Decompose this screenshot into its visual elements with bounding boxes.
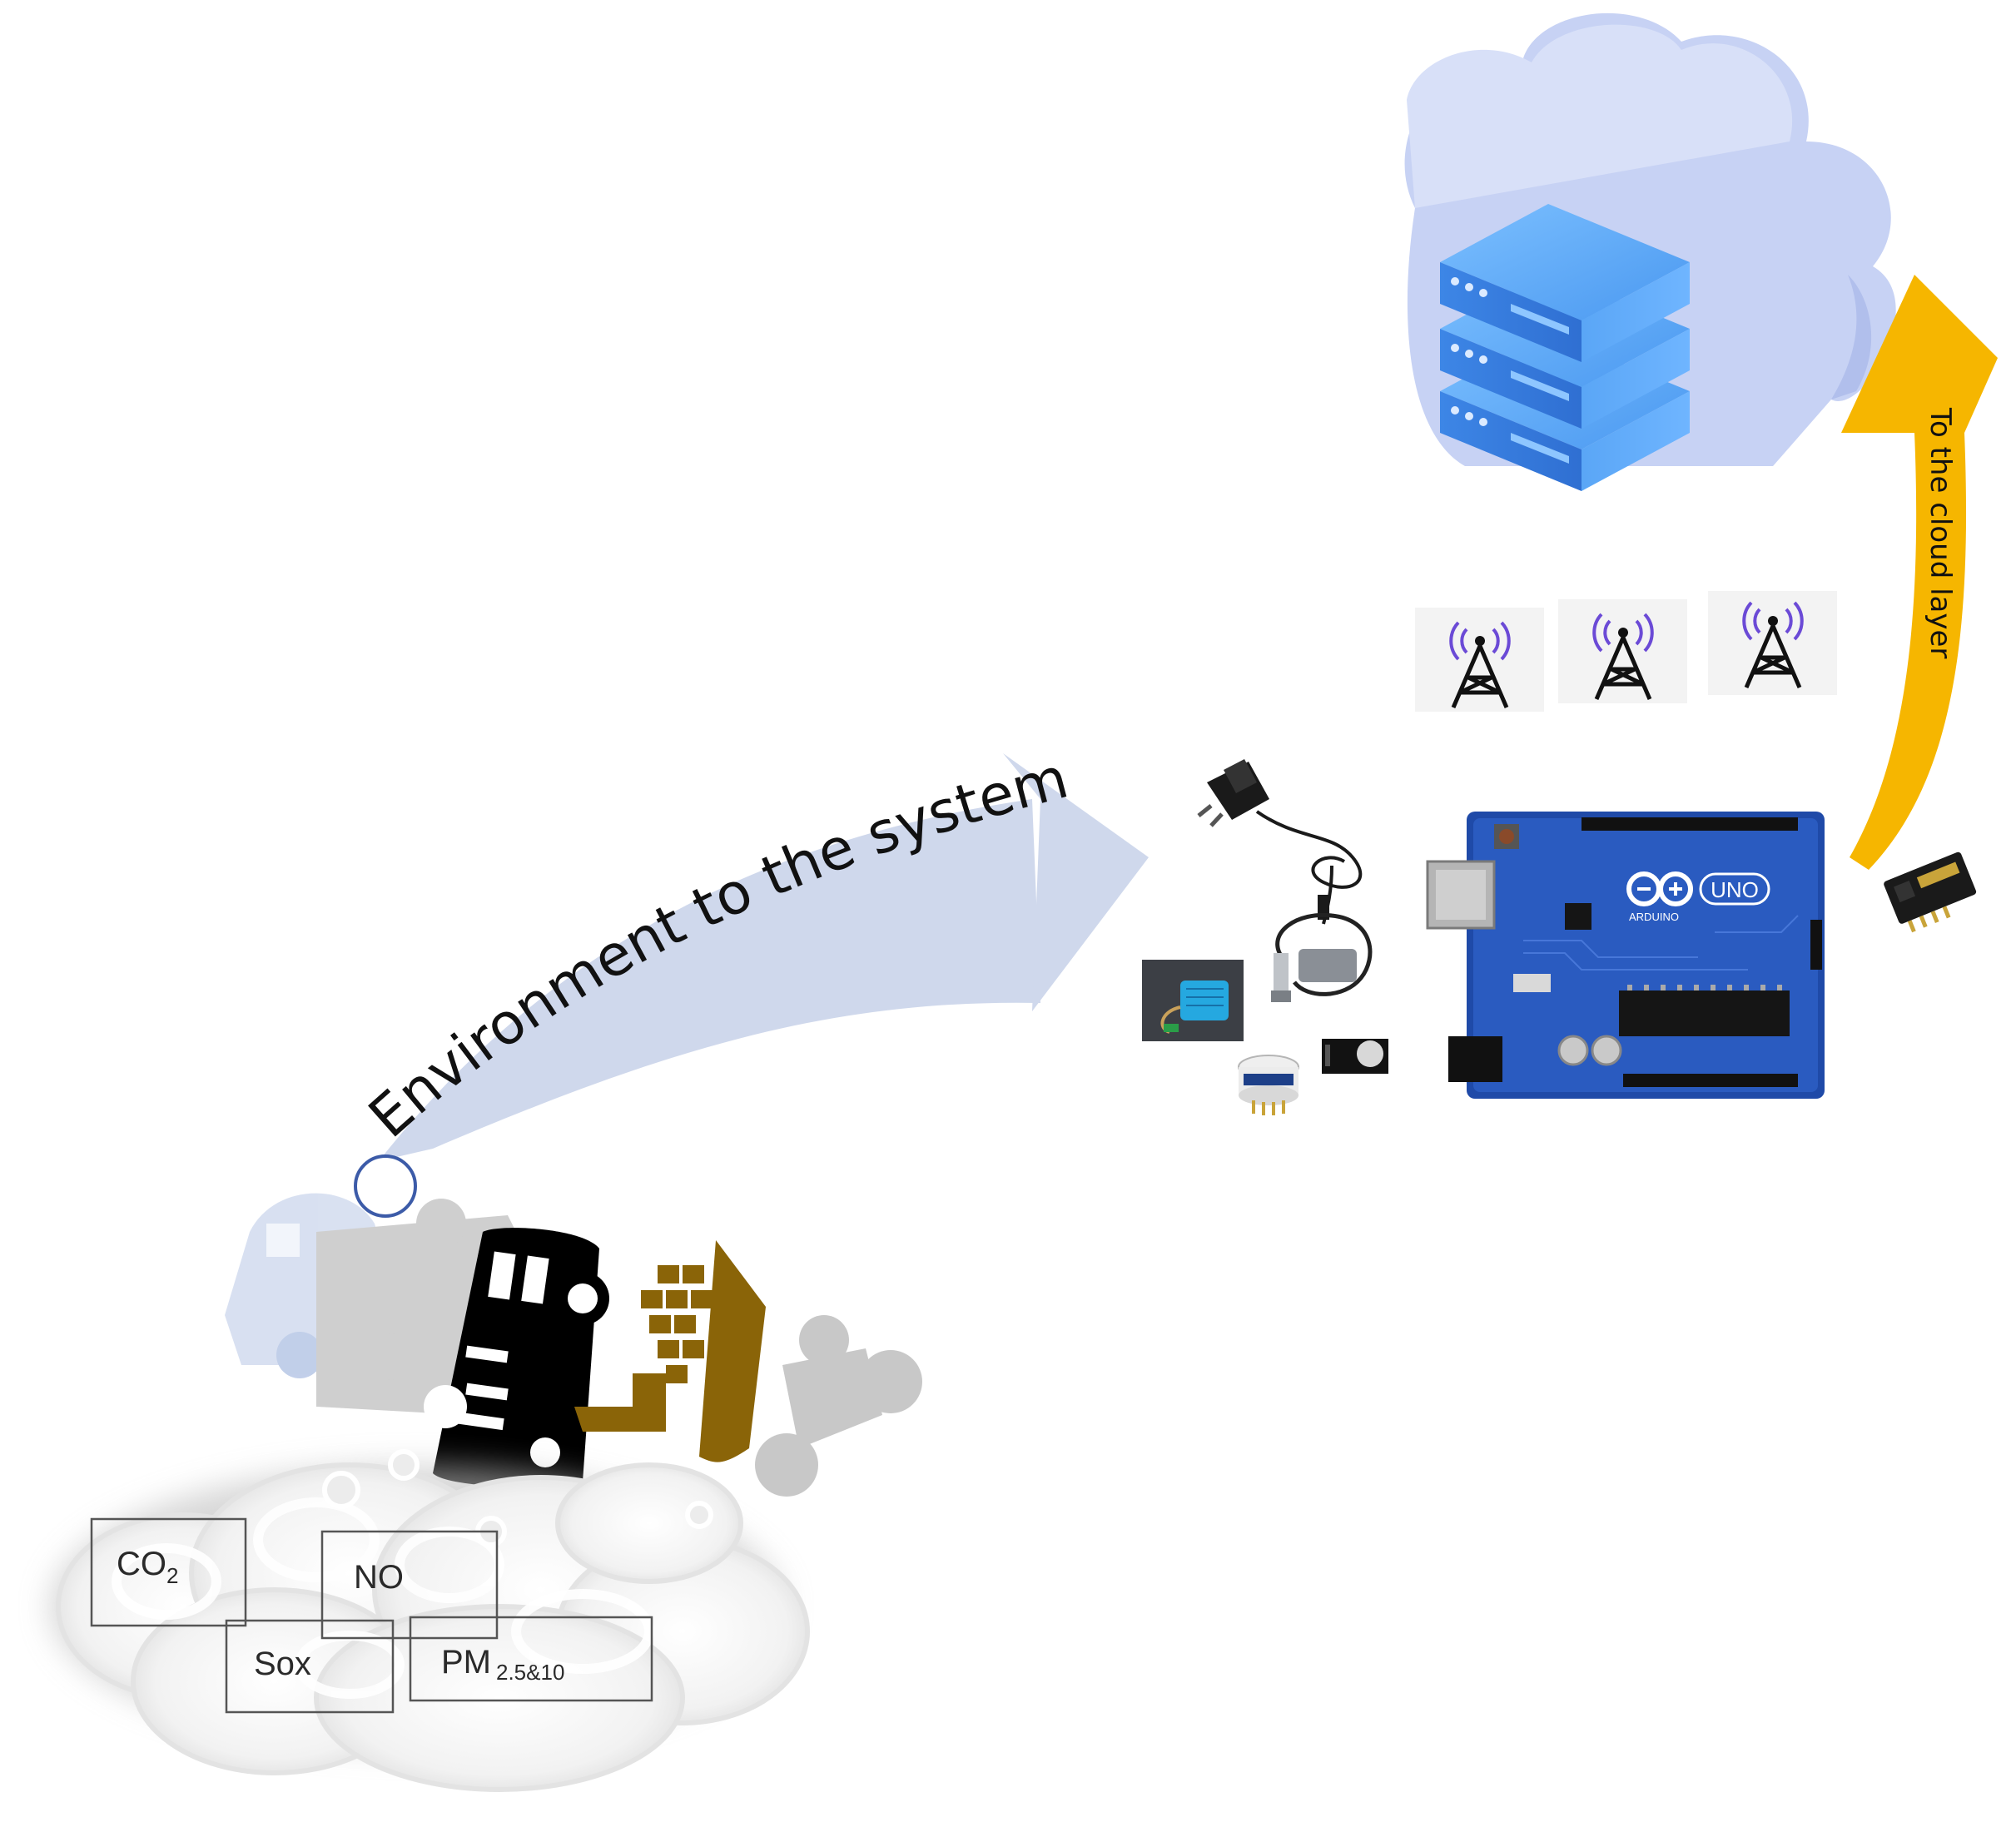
cell-tower-icon xyxy=(1415,608,1544,712)
rtc-module-photo xyxy=(1322,1039,1388,1074)
power-adapter-icon xyxy=(1197,759,1363,925)
cloud-layer-arrow: To the cloud layer xyxy=(1841,275,1998,870)
cell-tower-icon xyxy=(1708,591,1837,695)
pollutant-co2: CO2 xyxy=(117,1546,178,1588)
board-logo-text: UNO xyxy=(1711,877,1759,902)
pollutant-nox: NO xyxy=(354,1559,404,1596)
board-brand-text: ARDUINO xyxy=(1629,911,1679,923)
environment-arrow: Environment to the system xyxy=(354,746,1149,1218)
bus-icon xyxy=(424,1228,609,1487)
vehicle-icon xyxy=(225,1193,922,1497)
cell-tower-icon xyxy=(1558,599,1687,703)
cell-tower-group xyxy=(1415,591,1837,712)
pollutant-sox: Sox xyxy=(254,1646,311,1682)
server-stack-icon xyxy=(1440,204,1690,491)
arduino-logo: UNO ARDUINO xyxy=(1626,871,1770,923)
gas-sensor-loop-photo xyxy=(1271,912,1373,1002)
ship-icon xyxy=(574,1240,766,1462)
motorbike-icon xyxy=(755,1315,922,1497)
wifi-module-photo xyxy=(1884,851,1977,933)
cloud-arrow-label: To the cloud layer xyxy=(1924,407,1957,658)
arrow-origin-marker xyxy=(354,1154,417,1218)
dht-sensor-photo xyxy=(1142,960,1244,1041)
electrochemical-sensor-photo xyxy=(1238,1055,1299,1115)
arduino-uno-board: UNO ARDUINO xyxy=(1426,812,1825,1099)
